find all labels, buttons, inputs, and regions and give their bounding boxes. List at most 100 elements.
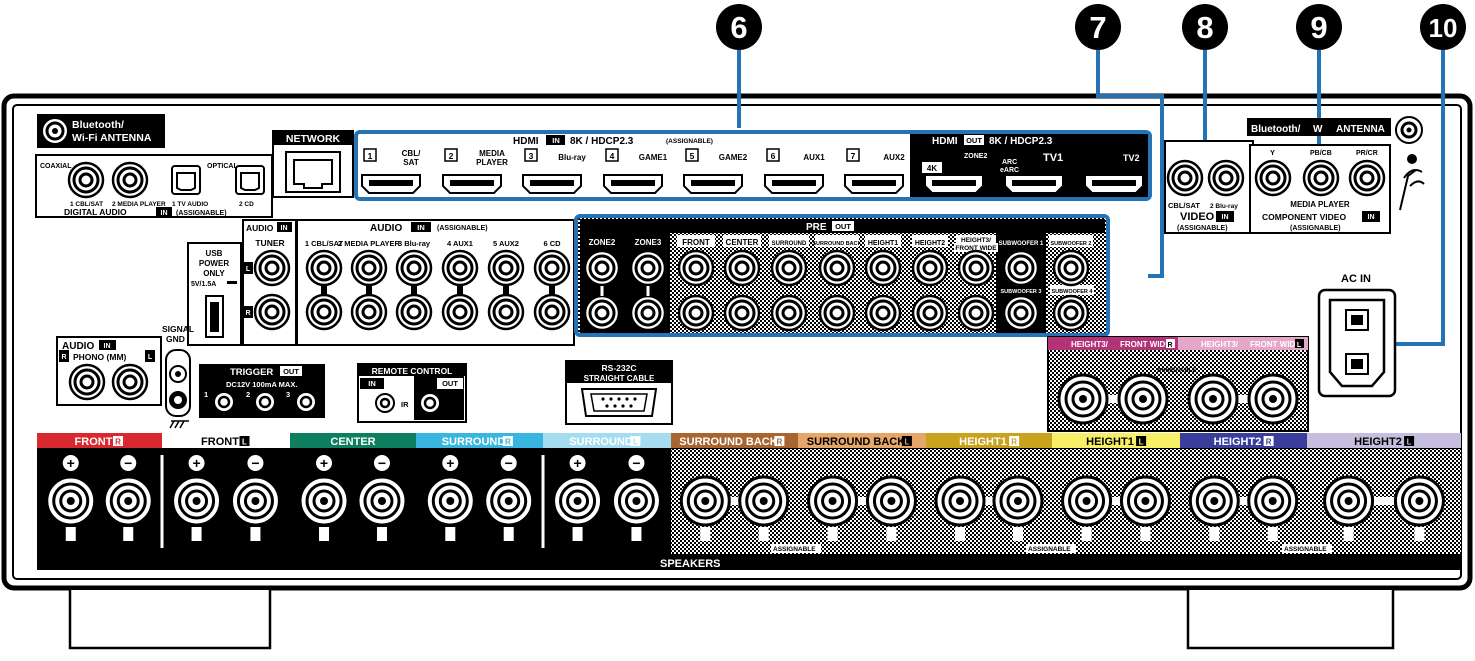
phono-jack-l[interactable] — [111, 363, 149, 401]
speaker-terminal-minus[interactable] — [229, 475, 281, 527]
hdmi-in-port-7[interactable] — [844, 174, 904, 194]
trigger-jack-3[interactable] — [297, 393, 315, 411]
remote-out-jack[interactable] — [421, 394, 439, 412]
speaker-terminal-minus[interactable] — [992, 475, 1044, 527]
hdmi-in-port-6[interactable] — [764, 174, 824, 194]
audio-in-jack-l[interactable] — [305, 249, 343, 287]
usb-port[interactable] — [205, 295, 224, 338]
audio-in-jack-r[interactable] — [395, 293, 433, 331]
speaker-terminal-plus[interactable] — [807, 475, 859, 527]
speaker-terminal-minus[interactable] — [356, 475, 408, 527]
pre-out-jack-bottom[interactable] — [677, 294, 715, 332]
speaker-terminal-plus[interactable] — [45, 475, 97, 527]
pre-out-jack-bottom[interactable] — [911, 294, 949, 332]
pre-out-jack-top[interactable] — [1052, 249, 1090, 287]
network-section: NETWORK — [272, 130, 354, 198]
trigger-jack-1[interactable] — [215, 393, 233, 411]
rs232c-port[interactable] — [580, 388, 658, 417]
pre-out-jack-top[interactable] — [677, 249, 715, 287]
height3-r-plus-terminal[interactable] — [1057, 373, 1109, 425]
remote-in-jack[interactable] — [375, 393, 395, 413]
speaker-terminal-plus[interactable] — [1061, 475, 1113, 527]
pre-out-jack-top[interactable] — [818, 249, 856, 287]
tuner-jack-r[interactable] — [253, 293, 291, 331]
speaker-terminal-plus[interactable] — [1323, 475, 1375, 527]
signal-gnd-terminal[interactable] — [165, 349, 191, 417]
video-jack-1[interactable] — [1166, 159, 1204, 197]
component-y-jack[interactable] — [1254, 159, 1292, 197]
tuner-in-badge: IN — [281, 225, 288, 232]
pre-out-jack-top[interactable] — [864, 249, 902, 287]
pre-out-jack-bottom[interactable] — [723, 294, 761, 332]
video-jack-2[interactable] — [1207, 159, 1245, 197]
hdmi-out-tv2-port[interactable] — [1084, 174, 1144, 194]
audio-in-jack-l[interactable] — [533, 249, 571, 287]
speaker-terminal-minus[interactable] — [1247, 475, 1299, 527]
audio-in-jack-r[interactable] — [350, 293, 388, 331]
coaxial-jack-2[interactable] — [111, 161, 149, 199]
pre-out-jack-bottom[interactable] — [1052, 294, 1090, 332]
speaker-terminal-plus[interactable] — [934, 475, 986, 527]
component-pr-jack[interactable] — [1348, 159, 1386, 197]
pre-out-jack-bottom[interactable] — [1002, 294, 1040, 332]
audio-in-jack-l[interactable] — [350, 249, 388, 287]
ac-in-socket[interactable] — [1317, 288, 1397, 398]
speaker-terminal-minus[interactable] — [102, 475, 154, 527]
speaker-terminal-plus[interactable] — [171, 475, 223, 527]
audio-in-jack-l[interactable] — [487, 249, 525, 287]
speaker-terminal-plus[interactable] — [1188, 475, 1240, 527]
speaker-terminal-minus[interactable] — [1119, 475, 1171, 527]
pre-out-jack-bottom[interactable] — [864, 294, 902, 332]
hdmi-in-port-4[interactable] — [603, 174, 663, 194]
speaker-terminal-minus[interactable] — [483, 475, 535, 527]
pre-out-jack-top[interactable] — [723, 249, 761, 287]
height3-l-plus-terminal[interactable] — [1187, 373, 1239, 425]
height3-assignable: ASSIGNABLE — [1157, 368, 1196, 374]
pre-out-jack-bottom[interactable] — [818, 294, 856, 332]
speaker-terminal-plus[interactable] — [552, 475, 604, 527]
pre-out-jack-top[interactable] — [629, 249, 667, 287]
tuner-jack-l[interactable] — [253, 249, 291, 287]
pre-out-label: SURROUND — [772, 241, 807, 247]
pre-out-jack-top[interactable] — [770, 249, 808, 287]
speaker-terminal-minus[interactable] — [738, 475, 790, 527]
pre-out-jack-bottom[interactable] — [629, 294, 667, 332]
hdmi-in-port-1[interactable] — [361, 174, 421, 194]
hdmi-in-port-5[interactable] — [683, 174, 743, 194]
height3-r-minus-terminal[interactable] — [1117, 373, 1169, 425]
audio-in-jack-l[interactable] — [395, 249, 433, 287]
pre-out-jack-bottom[interactable] — [583, 294, 621, 332]
pre-out-jack-top[interactable] — [957, 249, 995, 287]
pre-out-jack-top[interactable] — [583, 249, 621, 287]
hdmi-out-zone2-port[interactable] — [924, 174, 984, 194]
hdmi-in-port-3[interactable] — [522, 174, 582, 194]
audio-in-jack-r[interactable] — [305, 293, 343, 331]
trigger-jack-2[interactable] — [256, 393, 274, 411]
pre-out-jack-top[interactable] — [1002, 249, 1040, 287]
speaker-terminal-minus[interactable] — [1393, 475, 1445, 527]
pre-out-jack-top[interactable] — [911, 249, 949, 287]
speaker-terminal-minus[interactable] — [865, 475, 917, 527]
optical-label: OPTICAL — [207, 163, 238, 170]
audio-in-jack-r[interactable] — [441, 293, 479, 331]
hdmi-out-tv1-port[interactable] — [1004, 174, 1064, 194]
phono-jack-r[interactable] — [68, 363, 106, 401]
speaker-terminal-plus[interactable] — [424, 475, 476, 527]
coaxial-jack-1[interactable] — [67, 161, 105, 199]
pre-out-jack-bottom[interactable] — [770, 294, 808, 332]
polarity-minus-icon — [373, 455, 390, 471]
speaker-terminal-plus[interactable] — [679, 475, 731, 527]
network-port[interactable] — [285, 151, 341, 193]
audio-in-jack-r[interactable] — [533, 293, 571, 331]
audio-in-jack-r[interactable] — [487, 293, 525, 331]
speaker-terminal-plus[interactable] — [298, 475, 350, 527]
optical-port-1[interactable] — [171, 165, 201, 195]
signal-gnd-label-1: SIGNAL — [162, 324, 194, 334]
speaker-terminal-minus[interactable] — [610, 475, 662, 527]
height3-l-minus-terminal[interactable] — [1247, 373, 1299, 425]
component-pb-jack[interactable] — [1302, 159, 1340, 197]
optical-port-2[interactable] — [235, 165, 265, 195]
audio-in-jack-l[interactable] — [441, 249, 479, 287]
hdmi-in-port-2[interactable] — [442, 174, 502, 194]
pre-out-jack-bottom[interactable] — [957, 294, 995, 332]
